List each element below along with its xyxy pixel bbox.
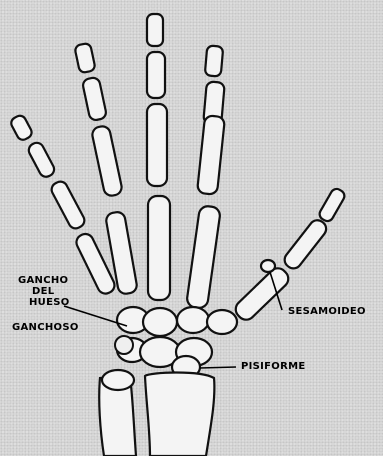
sesamoid-bone: [261, 260, 275, 272]
label-ganchoso: GANCHOSO: [12, 322, 79, 333]
middle-finger: [147, 14, 170, 300]
leader-line-pisiform: [200, 367, 236, 368]
label-gancho-line-3: HUESO: [10, 297, 70, 308]
forearm-bones: [99, 370, 214, 456]
label-gancho: GANCHO DEL HUESO: [10, 275, 70, 308]
label-gancho-line-1: GANCHO: [10, 275, 70, 286]
label-pisiforme: PISIFORME: [241, 361, 306, 372]
hamate-hook: [115, 336, 133, 354]
label-gancho-line-2: DEL: [10, 286, 70, 297]
index-finger: [186, 45, 225, 309]
thumb: [232, 187, 347, 324]
label-sesamoideo: SESAMOIDEO: [288, 306, 366, 317]
